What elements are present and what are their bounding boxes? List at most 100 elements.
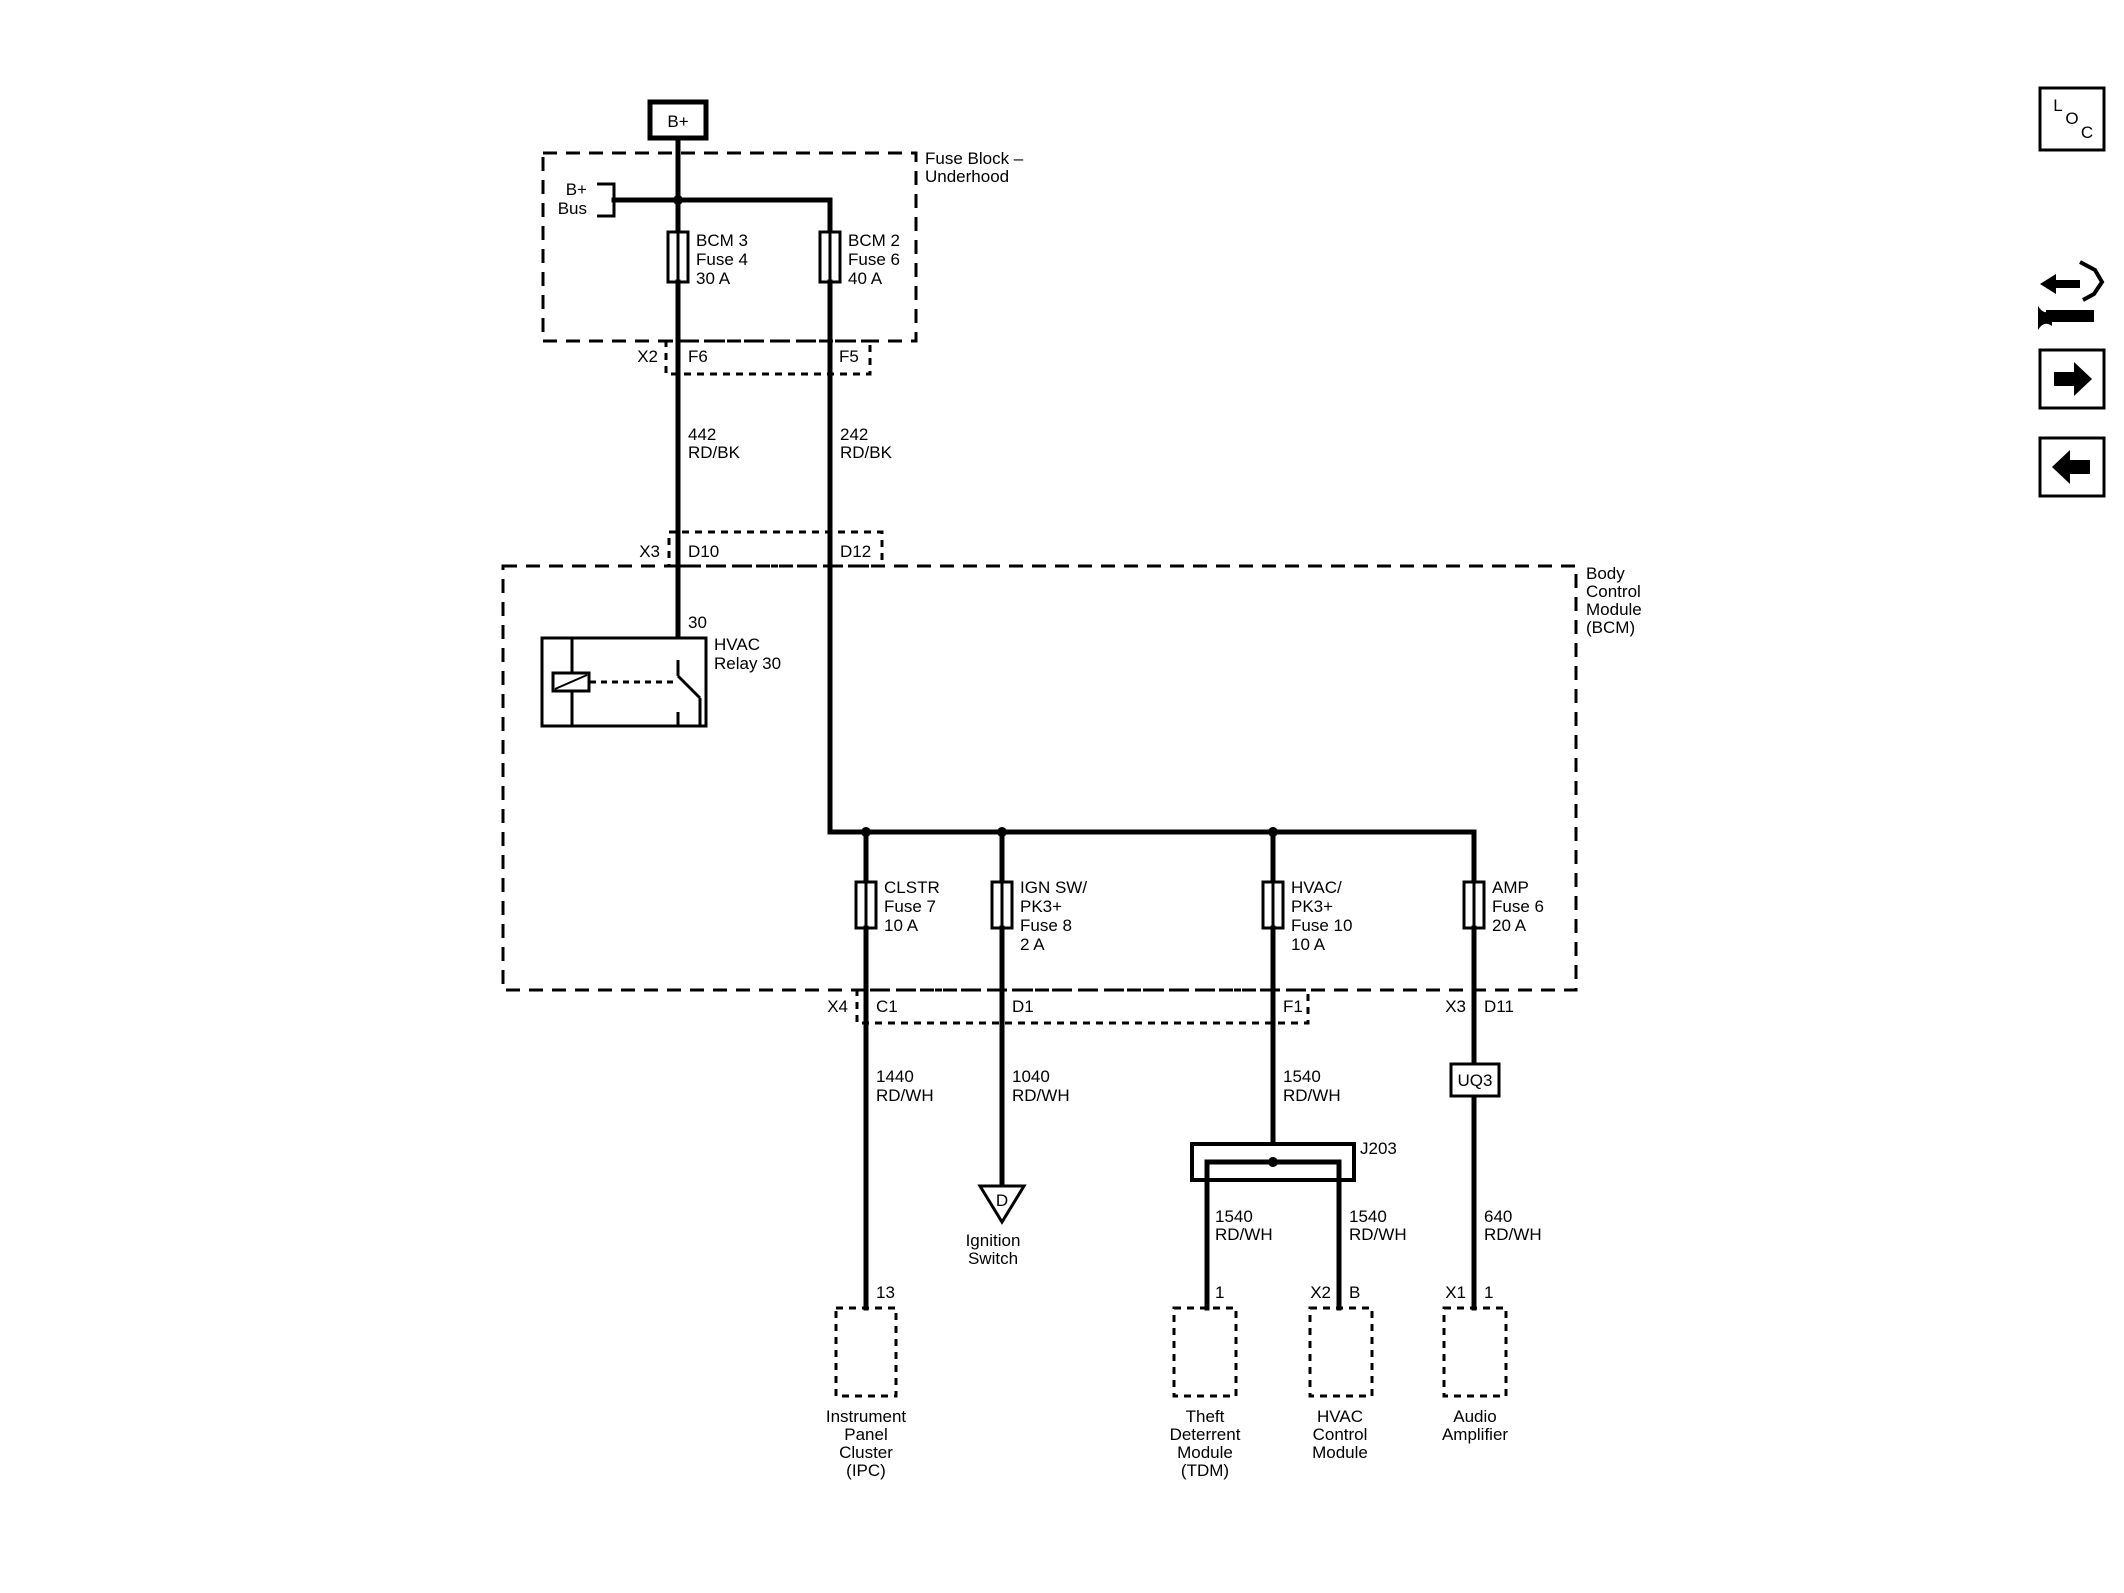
loc-l: L <box>2053 96 2062 115</box>
ignition-l2: Switch <box>968 1249 1018 1268</box>
hvac-l3: Module <box>1312 1443 1368 1462</box>
fuse-bcm2: BCM 2 Fuse 6 40 A <box>818 230 900 288</box>
pin-c1: C1 <box>876 997 898 1016</box>
fuse-bcm2-l2: Fuse 6 <box>848 250 900 269</box>
fuse-clstr-l3: 10 A <box>884 916 919 935</box>
arrow-right-icon <box>2054 362 2092 396</box>
tdm-l4: (TDM) <box>1181 1461 1229 1480</box>
previous-page-button[interactable] <box>2038 436 2106 498</box>
fuse-bcm3: BCM 3 Fuse 4 30 A <box>666 197 748 288</box>
fuse-clstr-l1: CLSTR <box>884 878 940 897</box>
hvac-l2: Control <box>1313 1425 1368 1444</box>
fuse-bcm2-l3: 40 A <box>848 269 883 288</box>
inline-connector-uq3: UQ3 <box>1449 1062 1501 1098</box>
ipc-l4: (IPC) <box>846 1461 886 1480</box>
component-ipc: 13 Instrument Panel Cluster (IPC) <box>826 1283 907 1480</box>
connector-wrench-button[interactable] <box>2038 260 2105 330</box>
pin-f6: F6 <box>688 347 708 366</box>
ipc-l2: Panel <box>844 1425 887 1444</box>
arrow-left-icon <box>2052 450 2090 484</box>
splice-j203: J203 <box>1190 1139 1397 1311</box>
bus-label-2: Bus <box>558 199 587 218</box>
location-button[interactable]: L O C <box>2038 86 2106 152</box>
relay-l1: HVAC <box>714 635 760 654</box>
loc-c: C <box>2081 123 2093 142</box>
pin-d11: D11 <box>1484 997 1514 1016</box>
wire-640-color: RD/WH <box>1484 1225 1542 1244</box>
wire-442-color: RD/BK <box>688 443 741 462</box>
fuse-clstr: CLSTR Fuse 7 10 A <box>854 829 940 935</box>
ignition-switch-symbol: D Ignition Switch <box>966 1184 1027 1268</box>
wire-1540-tdm-color: RD/WH <box>1215 1225 1273 1244</box>
wire-1440-circuit: 1440 <box>876 1067 914 1086</box>
bcm-conn-bottom: X4 <box>827 997 848 1016</box>
component-hvac-control: X2 B HVAC Control Module <box>1308 1283 1374 1462</box>
fuse-hvac-l1: HVAC/ <box>1291 878 1342 897</box>
wire-242-circuit: 242 <box>840 425 868 444</box>
wire-242-color: RD/BK <box>840 443 893 462</box>
ignition-l1: Ignition <box>966 1231 1021 1250</box>
relay-pin: 30 <box>688 613 707 632</box>
amp-pin: 1 <box>1484 1283 1493 1302</box>
pin-d12: D12 <box>840 542 871 561</box>
fuse-block-label-2: Underhood <box>925 167 1009 186</box>
fuse-hvac-l2: PK3+ <box>1291 897 1333 916</box>
next-page-button[interactable] <box>2038 348 2106 410</box>
fuse-bcm3-l2: Fuse 4 <box>696 250 748 269</box>
tdm-l2: Deterrent <box>1170 1425 1241 1444</box>
wire-1540-hvac-color: RD/WH <box>1349 1225 1407 1244</box>
bcm-label-3: Module <box>1586 600 1642 619</box>
fuse-amp-l2: Fuse 6 <box>1492 897 1544 916</box>
bcm-label-2: Control <box>1586 582 1641 601</box>
wire-442-circuit: 442 <box>688 425 716 444</box>
fuse-ign: IGN SW/ PK3+ Fuse 8 2 A <box>990 829 1087 954</box>
ipc-l3: Cluster <box>839 1443 893 1462</box>
hvac-relay: 30 HVAC Relay 30 <box>540 613 781 728</box>
wire-1540-color: RD/WH <box>1283 1086 1341 1105</box>
body-control-module: X3 D10 D12 Body Control Module (BCM) <box>501 530 1642 992</box>
bcm-label-4: (BCM) <box>1586 618 1635 637</box>
fuse-bcm3-l3: 30 A <box>696 269 731 288</box>
fuse-block-connector: X2 <box>637 347 658 366</box>
wire-1540-tdm-circuit: 1540 <box>1215 1207 1253 1226</box>
wire-1540-hvac-circuit: 1540 <box>1349 1207 1387 1226</box>
ipc-l1: Instrument <box>826 1407 907 1426</box>
wire-1540-circuit: 1540 <box>1283 1067 1321 1086</box>
fuse-block-underhood: Fuse Block – Underhood B+ Bus X2 F6 F5 <box>541 149 1024 376</box>
wire-bus <box>611 197 833 235</box>
fuse-amp-l1: AMP <box>1492 878 1529 897</box>
amp-conn: X1 <box>1445 1283 1466 1302</box>
location-icon: L O C <box>2053 96 2093 142</box>
fuse-ign-l4: 2 A <box>1020 935 1045 954</box>
wire-640-circuit: 640 <box>1484 1207 1512 1226</box>
battery-positive-source: B+ <box>647 99 709 141</box>
uq3-label: UQ3 <box>1458 1071 1493 1090</box>
power-label: B+ <box>667 112 688 131</box>
fuse-ign-l1: IGN SW/ <box>1020 878 1087 897</box>
relay-l2: Relay 30 <box>714 654 781 673</box>
pin-f5: F5 <box>839 347 859 366</box>
fuse-hvac-l4: 10 A <box>1291 935 1326 954</box>
fuse-block-label-1: Fuse Block – <box>925 149 1024 168</box>
fuse-bcm3-l1: BCM 3 <box>696 231 748 250</box>
wire-1440-color: RD/WH <box>876 1086 934 1105</box>
fuse-amp: AMP Fuse 6 20 A <box>1462 829 1544 935</box>
component-tdm: 1 Theft Deterrent Module (TDM) <box>1170 1283 1241 1480</box>
bus-label-1: B+ <box>566 180 587 199</box>
fuse-ign-l3: Fuse 8 <box>1020 916 1072 935</box>
j203-label: J203 <box>1360 1139 1397 1158</box>
bcm-conn-top: X3 <box>639 542 660 561</box>
ipc-pin: 13 <box>876 1283 895 1302</box>
tdm-l1: Theft <box>1186 1407 1225 1426</box>
tdm-l3: Module <box>1177 1443 1233 1462</box>
amp-l2: Amplifier <box>1442 1425 1508 1444</box>
fuse-bcm2-l1: BCM 2 <box>848 231 900 250</box>
fuse-hvac: HVAC/ PK3+ Fuse 10 10 A <box>1261 829 1352 954</box>
pin-d1: D1 <box>1012 997 1034 1016</box>
pin-f1: F1 <box>1283 997 1303 1016</box>
fuse-clstr-l2: Fuse 7 <box>884 897 936 916</box>
bcm-label-1: Body <box>1586 564 1625 583</box>
wire-1040-circuit: 1040 <box>1012 1067 1050 1086</box>
component-audio-amplifier: X1 1 Audio Amplifier <box>1442 1283 1508 1444</box>
